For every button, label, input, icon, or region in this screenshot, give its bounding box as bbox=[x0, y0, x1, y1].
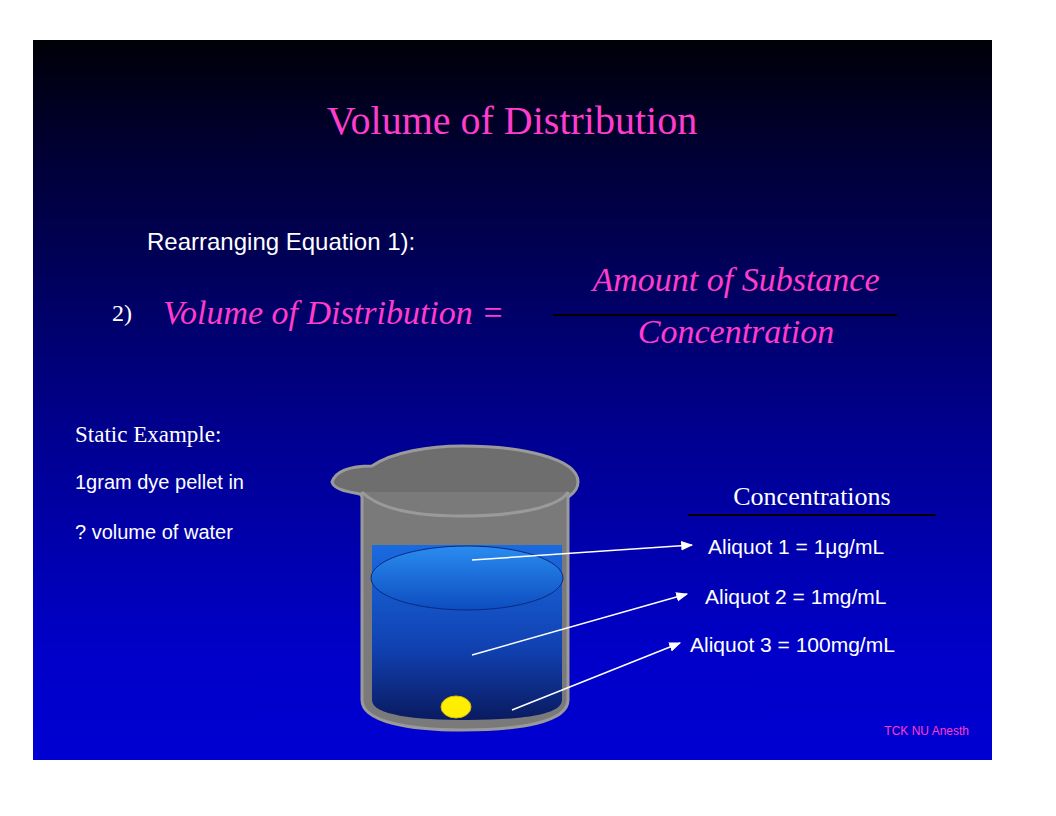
example-text: 1gram dye pellet in bbox=[75, 471, 244, 494]
example-text: ? volume of water bbox=[75, 521, 233, 544]
aliquot-label: Aliquot 2 = 1mg/mL bbox=[705, 585, 887, 609]
aliquot-label: Aliquot 1 = 1μg/mL bbox=[708, 535, 884, 559]
column-heading: Concentrations bbox=[733, 482, 890, 512]
numerator: Amount of Substance bbox=[592, 260, 879, 299]
credit-text: TCK NU Anesth bbox=[884, 725, 969, 739]
equation-lhs: Volume of Distribution = bbox=[163, 293, 504, 332]
example-heading: Static Example: bbox=[75, 422, 221, 448]
heading-text: Rearranging Equation 1): bbox=[147, 228, 415, 256]
equation-number: 2) bbox=[112, 300, 132, 328]
slide-title: Volume of Distribution bbox=[327, 98, 697, 144]
aliquot-label: Aliquot 3 = 100mg/mL bbox=[690, 633, 895, 657]
denominator: Concentration bbox=[638, 312, 834, 351]
